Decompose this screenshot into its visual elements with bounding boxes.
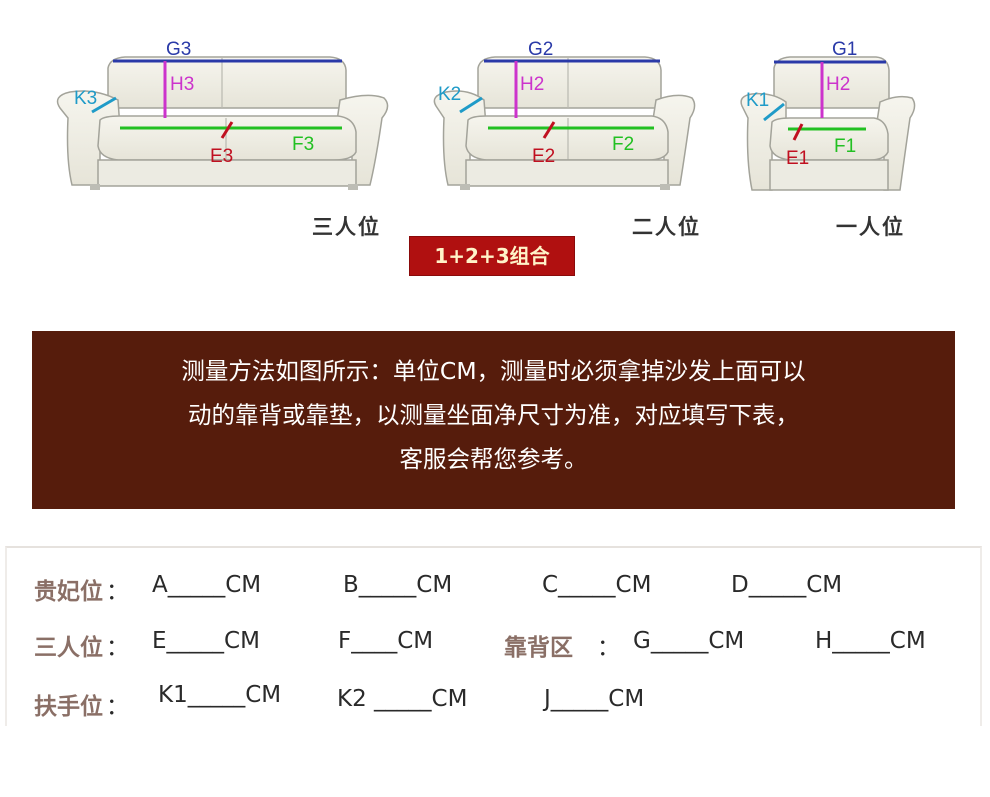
field-d[interactable]: D_____CM bbox=[731, 572, 843, 598]
field-c[interactable]: C_____CM bbox=[542, 572, 652, 598]
one-seater-label: 一人位 bbox=[836, 215, 905, 239]
measurement-form: 贵妃位 ： A_____CM B_____CM C_____CM D_____C… bbox=[5, 546, 982, 726]
chaise-colon: ： bbox=[106, 579, 129, 605]
instruction-line-1: 测量方法如图所示：单位CM，测量时必须拿掉沙发上面可以 bbox=[181, 357, 806, 385]
label-g1: G1 bbox=[832, 39, 857, 60]
backrest-colon: ： bbox=[597, 635, 620, 661]
field-k2[interactable]: K2 _____CM bbox=[337, 686, 468, 712]
label-e2: E2 bbox=[532, 146, 555, 167]
instruction-line-3: 客服会帮您参考。 bbox=[399, 445, 588, 473]
instruction-banner: 测量方法如图所示：单位CM，测量时必须拿掉沙发上面可以 动的靠背或靠垫，以测量坐… bbox=[32, 331, 955, 509]
three-seater-form-label: 三人位 bbox=[34, 635, 103, 661]
two-seater-label: 二人位 bbox=[632, 215, 701, 239]
label-h-one-seat: H2 bbox=[826, 74, 850, 95]
label-h3: H3 bbox=[170, 74, 194, 95]
field-e[interactable]: E_____CM bbox=[152, 628, 260, 654]
chaise-label: 贵妃位 bbox=[34, 579, 103, 605]
sofa-two-seater bbox=[433, 56, 696, 190]
field-a[interactable]: A_____CM bbox=[152, 572, 262, 598]
label-k3: K3 bbox=[74, 88, 97, 109]
sofa-one-seater bbox=[740, 56, 916, 191]
field-h[interactable]: H_____CM bbox=[815, 628, 926, 654]
field-f[interactable]: F____CM bbox=[338, 628, 434, 654]
label-f1: F1 bbox=[834, 136, 856, 157]
label-g2: G2 bbox=[528, 39, 553, 60]
armrest-colon: ： bbox=[106, 694, 129, 720]
label-g3: G3 bbox=[166, 39, 191, 60]
backrest-label: 靠背区 bbox=[504, 635, 573, 661]
three-seater-colon: ： bbox=[106, 635, 129, 661]
label-f3: F3 bbox=[292, 134, 314, 155]
label-h2: H2 bbox=[520, 74, 544, 95]
label-e1: E1 bbox=[786, 148, 809, 169]
label-k2: K2 bbox=[438, 84, 461, 105]
armrest-label: 扶手位 bbox=[34, 694, 103, 720]
field-k1[interactable]: K1_____CM bbox=[158, 682, 282, 708]
field-g[interactable]: G_____CM bbox=[633, 628, 745, 654]
instruction-line-2: 动的靠背或靠垫，以测量坐面净尺寸为准，对应填写下表， bbox=[188, 401, 799, 429]
label-e3: E3 bbox=[210, 146, 233, 167]
label-k1: K1 bbox=[746, 90, 769, 111]
three-seater-label: 三人位 bbox=[312, 215, 381, 239]
field-j[interactable]: J_____CM bbox=[544, 686, 645, 712]
combo-badge: 1+2+3组合 bbox=[409, 236, 575, 276]
field-b[interactable]: B_____CM bbox=[343, 572, 453, 598]
label-f2: F2 bbox=[612, 134, 634, 155]
sofa-three-seater bbox=[56, 56, 389, 190]
sofa-measurement-diagram: G3 H3 K3 E3 F3 G2 H2 K2 E2 F2 G1 H2 bbox=[56, 39, 916, 191]
